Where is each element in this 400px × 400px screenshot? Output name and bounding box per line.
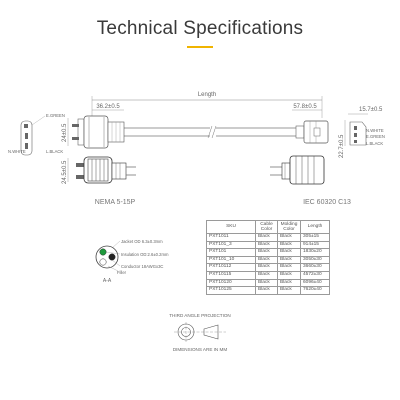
table-cell: PXT10120 xyxy=(206,278,256,288)
dimensions-units-label: DIMENSIONS ARE IN MM xyxy=(172,347,228,352)
table-cell: Black xyxy=(255,233,278,242)
table-cell: Black xyxy=(277,255,301,265)
c13-connector-top-view xyxy=(295,120,329,144)
plug-wire-label-e-green: E.GREEN xyxy=(46,113,65,118)
table-cell: 914±15 xyxy=(300,240,330,250)
table-header-length: Length xyxy=(300,220,330,234)
table-cell: Black xyxy=(255,255,278,265)
connector-width-dim: 22.7±0.5 xyxy=(339,134,345,158)
table-cell: PXT10125 xyxy=(206,286,256,295)
table-cell: Black xyxy=(255,248,278,257)
table-cell: Black xyxy=(277,240,301,250)
table-cell: PXT101_10 xyxy=(206,255,256,265)
table-cell: PXT1011 xyxy=(206,233,256,242)
connector-wire-label-e-green: E.GREEN xyxy=(366,134,385,139)
section-label: A-A xyxy=(103,278,112,284)
table-cell: Black xyxy=(255,240,278,250)
cable-cross-section: Jacket OD 6.3±0.3mm Insulation OD:2.6±0.… xyxy=(95,239,169,284)
table-cell: PXT10112 xyxy=(206,263,256,272)
spec-table: SKU Cable Color Molding Color Length PXT… xyxy=(206,220,330,295)
table-cell: 6096±40 xyxy=(300,278,330,288)
table-cell: Black xyxy=(255,278,278,288)
connector-length-dim: 57.8±0.5 xyxy=(293,104,317,110)
plug-wire-label-l-black: L.BLACK xyxy=(46,149,63,154)
table-cell: PXT10115 xyxy=(206,270,256,280)
nema-plug-top-view xyxy=(72,115,125,149)
c13-face-view xyxy=(349,121,367,146)
table-cell: Black xyxy=(255,270,278,280)
connector-wire-label-l-black: L.BLACK xyxy=(366,141,383,146)
page-title: Technical Specifications xyxy=(96,18,304,39)
table-cell: 3660±30 xyxy=(300,263,330,272)
table-cell: Black xyxy=(277,286,301,295)
table-header-cable-color: Cable Color xyxy=(255,220,278,234)
table-cell: Black xyxy=(277,278,301,288)
table-cell: PXT101_3 xyxy=(206,240,256,250)
plug-wire-label-n-white: N.WHITE xyxy=(8,149,26,154)
connector-wire-label-n-white: N.WHITE xyxy=(366,128,384,133)
table-cell: PXT101 xyxy=(206,248,256,257)
table-cell: 4572±30 xyxy=(300,270,330,280)
table-cell: Black xyxy=(277,248,301,257)
black-conductor xyxy=(108,253,116,261)
table-header-row: SKU Cable Color Molding Color Length xyxy=(206,220,330,234)
table-header-molding-color: Molding Color xyxy=(277,220,301,234)
table-cell: Black xyxy=(255,263,278,272)
right-connector-name: IEC 60320 C13 xyxy=(303,199,351,206)
insulation-spec: Insulation OD:2.6±0.2mm xyxy=(121,252,169,257)
conductor-spec: Conductor 18AWGx3C xyxy=(121,264,163,269)
table-cell: 7620±40 xyxy=(300,286,330,295)
table-cell: 3050±30 xyxy=(300,255,330,265)
white-conductor xyxy=(99,258,107,266)
table-cell: Black xyxy=(277,270,301,280)
cable-drawing: Length 36.2±0.5 57.8±0.5 E.GREEN N.WHITE… xyxy=(8,92,385,206)
jacket-spec: Jacket OD 6.3±0.3mm xyxy=(121,239,163,244)
left-connector-name: NEMA 5-15P xyxy=(95,199,136,206)
nema-plug-side-view xyxy=(76,156,127,184)
connector-height-dim: 15.7±0.5 xyxy=(359,107,383,113)
plug-face-view xyxy=(20,120,33,156)
plug-length-dim: 36.2±0.5 xyxy=(96,104,120,110)
filler-label: Filler xyxy=(117,270,127,275)
plug-width-dim: 24±0.5 xyxy=(62,123,68,142)
table-cell: Black xyxy=(277,263,301,272)
table-cell: Black xyxy=(255,286,278,295)
length-label: Length xyxy=(198,92,216,98)
green-conductor xyxy=(99,248,107,256)
table-cell: Black xyxy=(277,233,301,242)
third-angle-label: THIRD ANGLE PROJECTION xyxy=(169,313,231,318)
table-cell: 1830±20 xyxy=(300,248,330,257)
title-accent-rule xyxy=(187,46,213,48)
table-cell: 305±15 xyxy=(300,233,330,242)
c13-connector-bottom-view xyxy=(281,155,325,185)
third-angle-projection-symbol xyxy=(174,322,226,342)
plug-width-dim-2: 24.5±0.5 xyxy=(62,160,68,184)
table-header-sku: SKU xyxy=(206,220,256,234)
